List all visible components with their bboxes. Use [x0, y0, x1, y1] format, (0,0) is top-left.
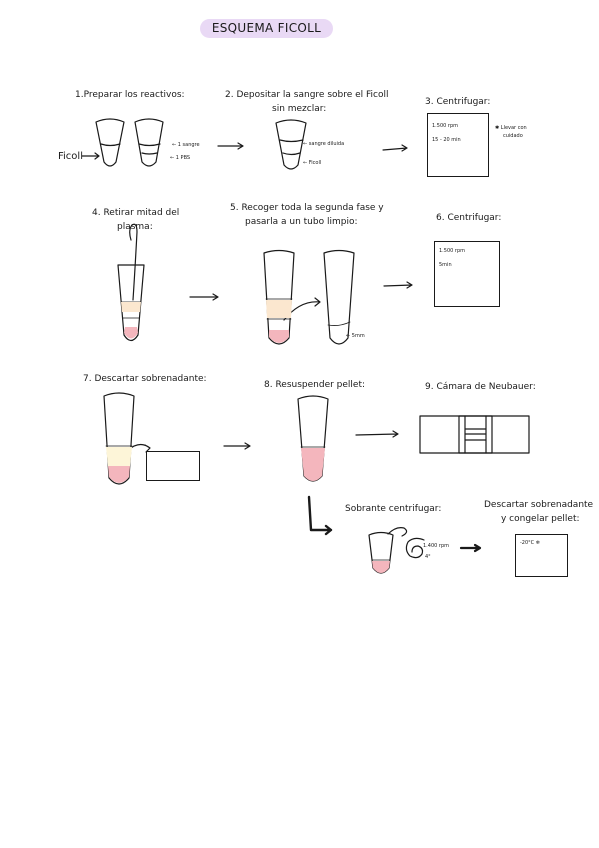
rpm-label-1: 1.500 rpm — [432, 123, 459, 129]
pellet-step7 — [108, 466, 130, 483]
step8-to-step9-arrow — [355, 430, 399, 438]
ficoll-label: Ficoll — [58, 151, 83, 162]
tube-1a-icon — [95, 118, 125, 167]
step-7-heading: 7. Descartar sobrenadante: — [83, 374, 207, 384]
step-6-heading: 6. Centrifugar: — [436, 213, 502, 223]
step-11-heading-line2: y congelar pellet: — [501, 514, 580, 524]
tube-step5-source-icon — [263, 249, 295, 345]
sangre-label: ← 1 sangre — [172, 142, 200, 148]
pellet-step10 — [372, 561, 390, 573]
sangre-diluida-label: ← sangre diluida — [303, 141, 345, 147]
step-2-heading-line2: sin mezclar: — [272, 104, 327, 114]
pellet-step8 — [301, 448, 325, 481]
centrifuge-spiral-icon — [405, 537, 425, 559]
step10-to-step11-arrow — [459, 543, 482, 553]
cuidado-note-line2: cuidado — [503, 133, 523, 139]
neubauer-chamber-icon — [419, 415, 530, 454]
step-3-heading: 3. Centrifugar: — [425, 97, 491, 107]
ficoll-pointer-arrow — [81, 152, 100, 160]
pbs-label: ← 1 PBS — [170, 155, 191, 161]
tube-supernatant-icon — [103, 392, 135, 485]
step-2-heading-line1: 2. Depositar la sangre sobre el Ficoll — [225, 90, 389, 100]
plasma-layer-step5 — [266, 300, 292, 318]
freezer-box: -20°C ❄ — [515, 534, 568, 577]
step1-to-step2-arrow — [217, 142, 244, 150]
plasma-layer-step4 — [121, 302, 141, 312]
step-1-heading: 1.Preparar los reactivos: — [75, 90, 185, 100]
temp-label-3: 4° — [425, 554, 431, 560]
step7-to-step8-arrow — [223, 442, 251, 450]
step-5-heading-line1: 5. Recoger toda la segunda fase y — [230, 203, 384, 213]
tube-layered-icon — [275, 119, 307, 170]
centrifuge-settings-box-2: 1.500 rpm 5min — [434, 241, 500, 307]
pipette-icon — [129, 223, 138, 301]
step-4-heading-line2: plasma: — [117, 222, 153, 232]
step-8-heading: 8. Resuspender pellet: — [264, 380, 366, 390]
page-title: ESQUEMA FICOLL — [211, 21, 322, 35]
time-label-1: 15 - 20 min — [432, 137, 461, 143]
waste-container-box — [146, 451, 200, 481]
tube-1b-icon — [134, 118, 164, 167]
freezer-temp-label: -20°C ❄ — [520, 540, 540, 546]
step4-to-step5-arrow — [189, 293, 219, 301]
centrifuge-settings-box-1: 1.500 rpm 15 - 20 min — [427, 113, 489, 177]
pellet-step5 — [269, 330, 289, 343]
liquid-fills — [106, 300, 390, 573]
rpm-label-2: 1.500 rpm — [439, 248, 466, 254]
step2-to-step3-arrow — [382, 144, 408, 152]
tube-step5-clean-icon — [323, 249, 355, 345]
tube-tip-icon — [387, 527, 408, 537]
title-highlight — [200, 19, 333, 38]
step-4-heading-line1: 4. Retirar mitad del — [92, 208, 180, 218]
volume-mark-label: ← 5mm — [346, 333, 365, 339]
step-11-heading-line1: Descartar sobrenadante — [484, 500, 594, 510]
cuidado-note-line1: ✱ Llevar con — [495, 125, 527, 131]
pellet-step4 — [124, 327, 138, 339]
step-9-heading: 9. Cámara de Neubauer: — [425, 382, 536, 392]
step5-to-step6-arrow — [383, 281, 413, 289]
bent-arrow — [307, 495, 333, 536]
step-10-heading: Sobrante centrifugar: — [345, 504, 442, 514]
step-5-heading-line2: pasarla a un tubo limpio: — [245, 217, 358, 227]
ficoll-layer-label: ← Ficoll — [303, 160, 322, 166]
rpm-label-3: 1.400 rpm — [423, 543, 450, 549]
supernatant-step7 — [106, 447, 132, 466]
time-label-2: 5min — [439, 262, 452, 268]
